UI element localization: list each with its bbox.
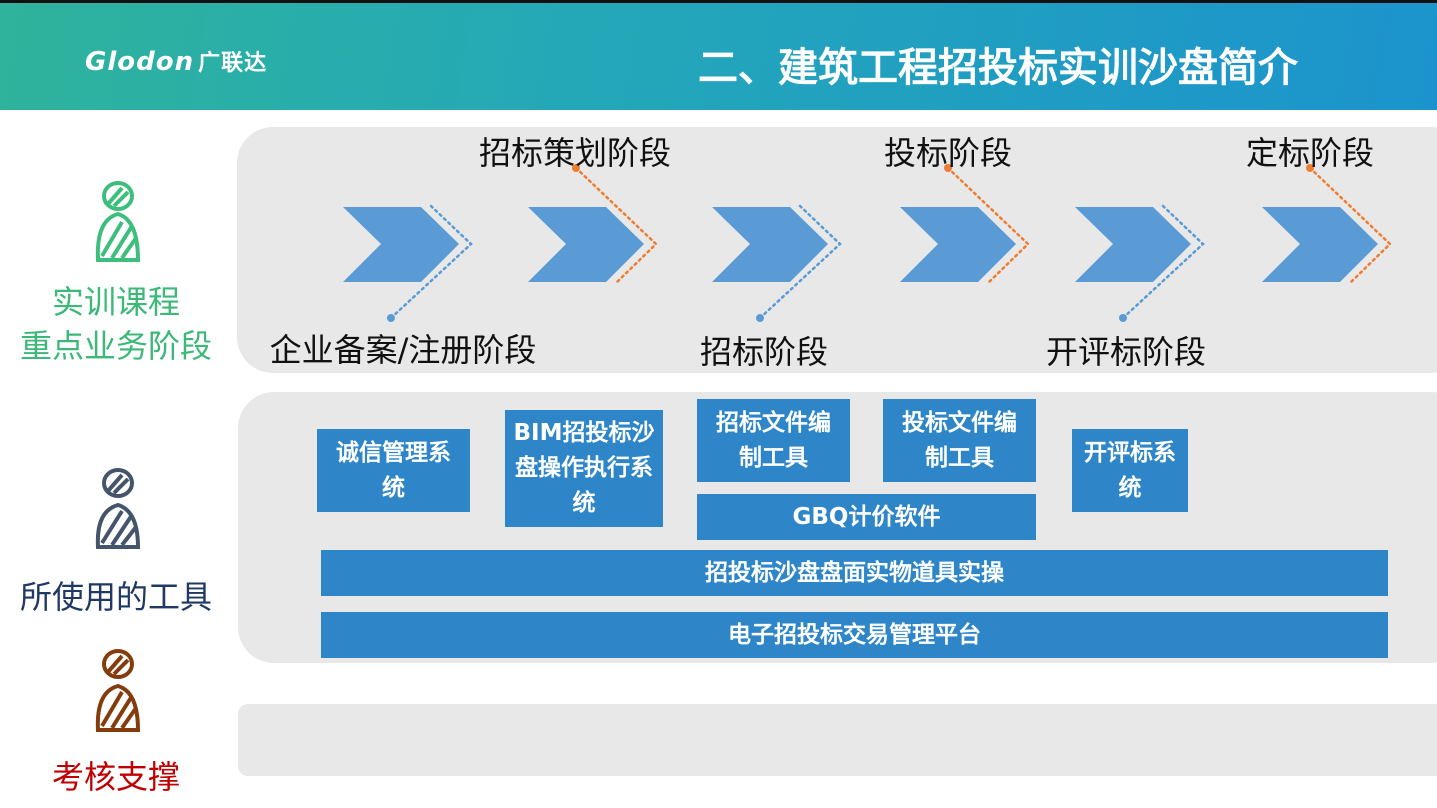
section-label-courses: 实训课程重点业务阶段 — [20, 280, 212, 368]
stage-connector-dot — [1119, 314, 1127, 322]
stage-chevron — [712, 207, 828, 282]
assessment-panel — [238, 704, 1437, 776]
stage-chevron — [1262, 207, 1378, 282]
stage-label-award: 定标阶段 — [1245, 134, 1375, 172]
stage-label-evaluation: 开评标阶段 — [1045, 333, 1207, 371]
person-icon-slate — [95, 468, 141, 549]
stage-label-bidding-planning: 招标策划阶段 — [478, 134, 672, 172]
stage-chevron — [343, 207, 459, 282]
top-border — [0, 0, 1437, 3]
page-title: 二、建筑工程招投标实训沙盘简介 — [698, 45, 1298, 91]
tool-bid-doc-editor: 投标文件编制工具 — [883, 399, 1036, 482]
stage-chevron — [900, 207, 1016, 282]
tool-gbq-pricing: GBQ计价软件 — [697, 494, 1036, 540]
stage-connector-line — [389, 204, 473, 320]
tool-e-trading-platform: 电子招投标交易管理平台 — [321, 612, 1388, 658]
tool-bim-sandbox-system: BIM招投标沙盘操作执行系统 — [505, 410, 663, 527]
tool-tender-doc-editor: 招标文件编制工具 — [697, 399, 850, 482]
section-label-line1: 实训课程 — [51, 283, 181, 321]
section-label-line2: 重点业务阶段 — [19, 327, 213, 365]
stage-label-bidding: 投标阶段 — [883, 134, 1013, 172]
stage-chevron — [528, 207, 644, 282]
stage-connector-dot — [1306, 164, 1314, 172]
stage-connector-line — [1308, 166, 1392, 285]
stage-connector-dot — [756, 314, 764, 322]
person-icon-brown — [95, 649, 141, 732]
person-icon-green — [95, 181, 141, 262]
tool-physical-sandbox: 招投标沙盘盘面实物道具实操 — [321, 550, 1388, 596]
tool-evaluation-system: 开评标系统 — [1072, 429, 1188, 512]
stage-chevron — [1075, 207, 1191, 282]
stage-connector-dot — [944, 164, 952, 172]
stage-connector-line — [946, 166, 1030, 285]
stage-connector-dot — [572, 164, 580, 172]
section-label-tools: 所使用的工具 — [19, 578, 213, 616]
logo-text: Glodon — [85, 47, 195, 77]
stage-connector-dot — [387, 314, 395, 322]
stage-connector-line — [1121, 204, 1205, 320]
logo-cn: 广联达 — [198, 51, 268, 76]
tool-integrity-system: 诚信管理系统 — [317, 429, 470, 512]
section-label-assessment: 考核支撑 — [51, 758, 181, 796]
stage-label-tendering: 招标阶段 — [699, 333, 829, 371]
stage-connector-line — [574, 166, 658, 285]
stage-label-registration: 企业备案/注册阶段 — [269, 331, 537, 369]
stage-connector-line — [758, 204, 842, 320]
